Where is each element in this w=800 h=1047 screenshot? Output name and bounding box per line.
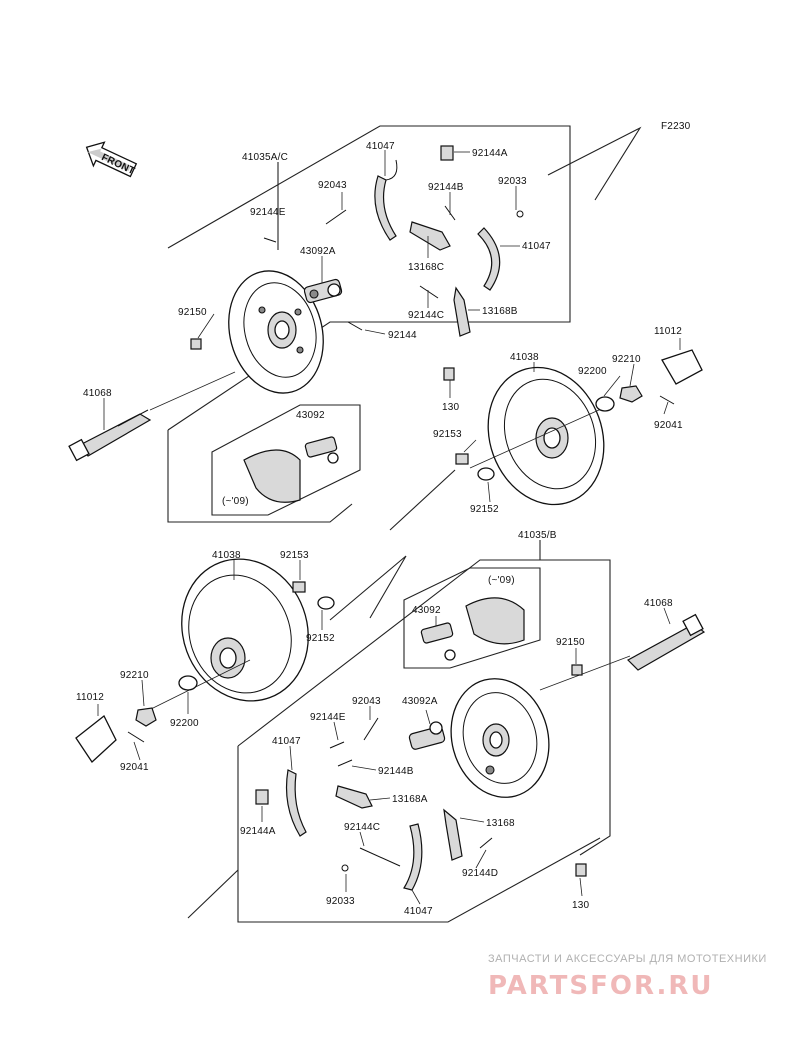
bottom-leaders [97,560,671,905]
top-lever-b [453,286,471,337]
label-bottom-92033: 92033 [326,896,355,907]
top-backing-plate [228,270,324,394]
top-brake-drum [469,366,611,506]
label-bottom-assembly: 41035/B [518,530,557,541]
label-top-13168c: 13168C [408,262,444,273]
label-top-92200: 92200 [578,366,607,377]
figure-code: F2230 [661,121,691,132]
label-bottom-92200: 92200 [170,718,199,729]
top-brake-shoe-2 [477,227,501,291]
label-bottom-92144c: 92144C [344,822,380,833]
label-bottom-92144b: 92144B [378,766,414,777]
label-bottom-43092a: 43092A [402,696,438,707]
bottom-brake-shoe-2 [403,823,423,891]
label-bottom-92210: 92210 [120,670,149,681]
label-bottom-13168a: 13168A [392,794,428,805]
bottom-brake-shoe-1 [285,769,307,837]
label-top-43092: 43092 [296,410,325,421]
label-top-92144b: 92144B [428,182,464,193]
label-bottom-inset-note: (~'09) [488,575,515,586]
watermark: ЗАПЧАСТИ И АКСЕССУАРЫ ДЛЯ МОТОТЕХНИКИ PA… [488,953,767,1001]
label-bottom-92144d: 92144D [462,868,498,879]
bottom-brake-drum [144,558,309,713]
bottom-lever [443,808,463,861]
bottom-backing-plate [450,678,550,798]
label-bottom-13168: 13168 [486,818,515,829]
top-labels: 41035A/C 41047 92144A 92043 92144B 92033… [83,141,683,515]
top-brake-shoe-1 [374,159,398,241]
bottom-small-parts [255,664,587,877]
label-top-92144a: 92144A [472,148,508,159]
label-bottom-130: 130 [572,900,590,911]
top-lever-c [409,221,451,251]
label-top-92153: 92153 [433,429,462,440]
bottom-inset-frame [403,567,541,669]
label-bottom-92152: 92152 [306,633,335,644]
label-top-assembly: 41035A/C [242,152,288,163]
label-bottom-92043: 92043 [352,696,381,707]
bottom-drum-hardware [75,581,335,763]
bottom-axle [539,613,706,691]
label-bottom-92041: 92041 [120,762,149,773]
label-bottom-41068: 41068 [644,598,673,609]
label-top-130: 130 [442,402,460,413]
label-top-92043: 92043 [318,180,347,191]
label-bottom-92144a: 92144A [240,826,276,837]
bottom-lever-a [335,785,373,809]
label-top-92144: 92144 [388,330,417,341]
front-direction-arrow: FRONT [85,141,138,178]
label-bottom-41047-1: 41047 [272,736,301,747]
label-top-41068: 41068 [83,388,112,399]
bottom-labels: 41035/B 41038 92153 92152 92210 92200 11… [76,530,673,917]
bottom-inset-parts [420,597,525,661]
label-bottom-41038: 41038 [212,550,241,561]
label-bottom-92150: 92150 [556,637,585,648]
top-wheel-cylinder [303,278,343,304]
top-inset-parts [243,436,339,503]
top-drum-hardware [455,349,703,481]
label-top-92041: 92041 [654,420,683,431]
label-bottom-92153: 92153 [280,550,309,561]
label-top-41047-1: 41047 [366,141,395,152]
top-leaders [103,150,681,503]
label-top-11012: 11012 [654,326,682,337]
label-top-41047-2: 41047 [522,241,551,252]
label-top-inset-note: (~'09) [222,496,249,507]
label-top-92144c: 92144C [408,310,444,321]
label-top-13168b: 13168B [482,306,518,317]
label-top-41038: 41038 [510,352,539,363]
label-top-92144e: 92144E [250,207,286,218]
watermark-caption: ЗАПЧАСТИ И АКСЕССУАРЫ ДЛЯ МОТОТЕХНИКИ [488,953,767,965]
label-bottom-11012: 11012 [76,692,104,703]
bottom-assembly-frame [187,540,611,923]
label-top-92150: 92150 [178,307,207,318]
label-top-43092a: 43092A [300,246,336,257]
top-axle [68,371,236,462]
label-top-92152: 92152 [470,504,499,515]
label-top-92033: 92033 [498,176,527,187]
bottom-wheel-cylinder [408,721,446,750]
top-inset-frame [211,404,361,516]
label-bottom-43092: 43092 [412,605,441,616]
top-small-parts [190,145,524,381]
label-top-92210: 92210 [612,354,641,365]
label-bottom-41047-2: 41047 [404,906,433,917]
label-bottom-92144e: 92144E [310,712,346,723]
watermark-logo: PARTSFOR.RU [488,971,713,1001]
